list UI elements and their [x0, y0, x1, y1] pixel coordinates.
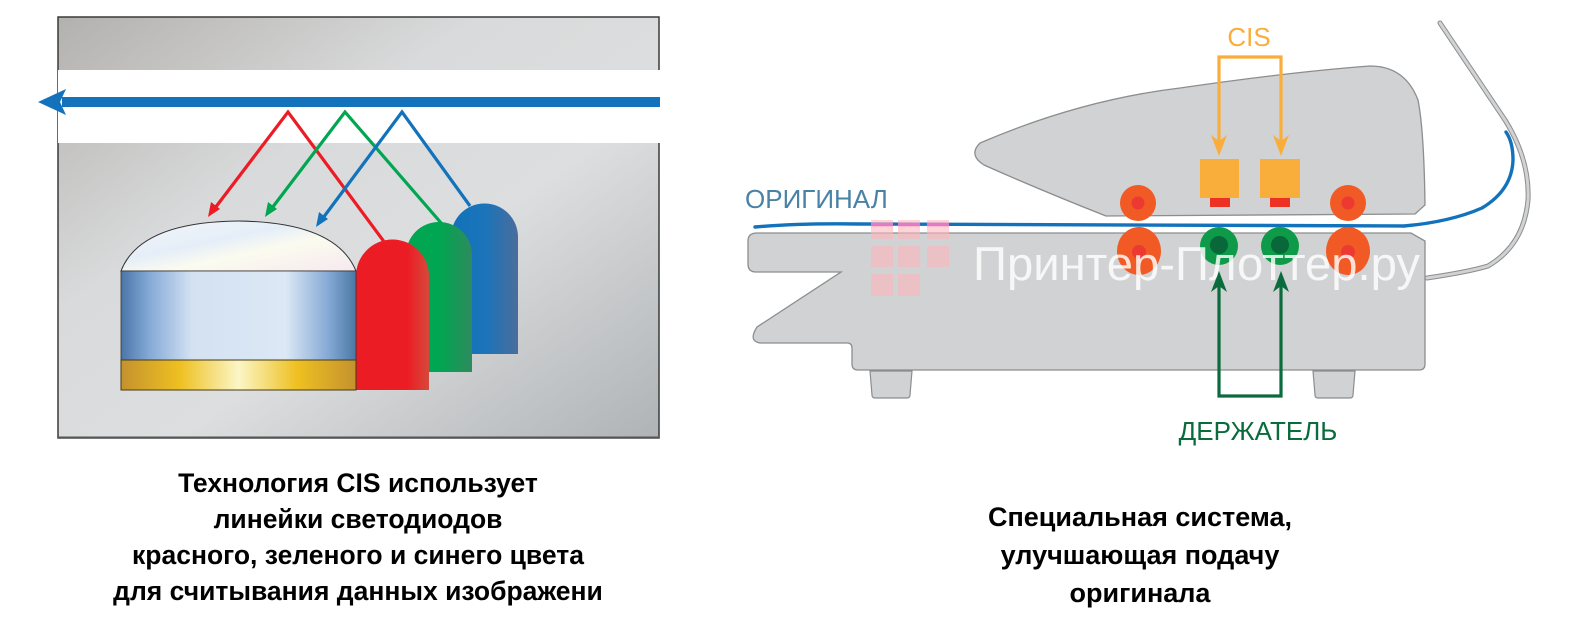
original-label: ОРИГИНАЛ: [745, 184, 888, 214]
holder-arrow-right-icon: [1273, 271, 1289, 292]
upper-roller-right-icon: [1330, 185, 1366, 221]
red-light-ray: [210, 109, 387, 244]
holder-roller-right-icon: [1261, 227, 1299, 265]
original-paper-path: [753, 130, 1515, 229]
lower-roller-right-icon: [1326, 227, 1370, 275]
upper-roller-left-icon: [1120, 185, 1156, 221]
holder-pointer-bracket: [1217, 285, 1283, 398]
caption-line: красного, зеленого и синего цвета: [132, 540, 584, 570]
cis-technology-caption: Технология CIS использует линейки светод…: [0, 465, 716, 609]
scanner-lower-body: [747, 232, 1426, 371]
cis-arrow-right-icon: [1273, 135, 1289, 156]
red-ray-arrowhead-icon: [208, 202, 220, 217]
watermark-text: Принтер-Плоттер.ру: [973, 237, 1420, 290]
scanner-foot-right: [1312, 370, 1356, 399]
caption-line: линейки светодиодов: [213, 504, 503, 534]
caption-line: улучшающая подачу: [1000, 540, 1280, 570]
cis-sensor-left-icon: [1200, 159, 1239, 198]
caption-line: Технология CIS использует: [178, 468, 538, 498]
cis-sensor-right-pad: [1270, 198, 1290, 207]
green-light-ray: [267, 109, 444, 226]
cis-pointer-bracket: [1217, 55, 1283, 142]
sensor-base: [120, 359, 357, 391]
red-led-icon: [356, 239, 429, 390]
lower-roller-left-icon: [1117, 227, 1161, 275]
green-ray-arrowhead-icon: [265, 202, 277, 217]
feed-system-illustration: CIS ОРИГИНАЛ ДЕРЖАТЕЛЬ Принтер-Плоттер.р…: [745, 20, 1531, 446]
caption-line: оригинала: [1069, 578, 1211, 608]
cis-sensor-left-pad: [1210, 198, 1230, 207]
holder-roller-left-icon: [1200, 227, 1238, 265]
holder-arrow-left-icon: [1211, 271, 1227, 292]
cis-arrow-left-icon: [1211, 135, 1227, 156]
caption-line: для считывания данных изображени: [113, 576, 603, 606]
cis-technology-illustration: [38, 16, 660, 439]
rod-lens-icon: [120, 220, 357, 391]
caption-line: Специальная система,: [987, 502, 1292, 532]
blue-ray-arrowhead-icon: [316, 212, 328, 227]
scanner-upper-housing: [974, 65, 1426, 217]
holder-label: ДЕРЖАТЕЛЬ: [1179, 416, 1338, 446]
cis-label: CIS: [1227, 22, 1270, 52]
cis-sensor-right-icon: [1260, 159, 1300, 198]
scan-direction-arrow-icon: [38, 89, 660, 115]
scanner-foot-left: [869, 370, 913, 399]
light-rays: [208, 109, 472, 244]
feed-system-caption: Специальная система, улучшающая подачу о…: [900, 498, 1380, 612]
blue-light-ray: [318, 109, 472, 223]
